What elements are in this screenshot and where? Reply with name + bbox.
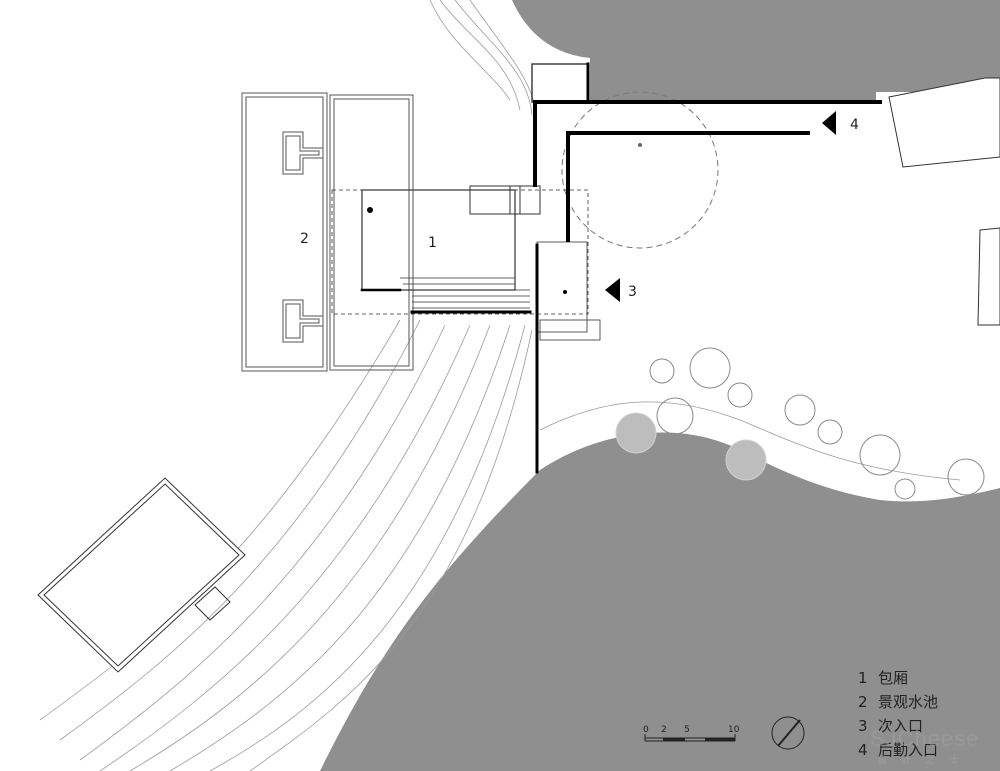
legend-num: 4 xyxy=(858,741,868,759)
legend-num: 1 xyxy=(858,669,868,687)
entry-4-arrow xyxy=(822,111,836,135)
legend: 1 包厢 2 景观水池 3 次入口 4 后勤入口 xyxy=(858,666,988,762)
legend-item: 2 景观水池 xyxy=(858,690,988,714)
legend-text: 包厢 xyxy=(878,669,909,687)
column-dot-2 xyxy=(563,290,567,294)
legend-text: 景观水池 xyxy=(878,693,939,711)
watermark-sub: 设 计 之 士 xyxy=(878,756,965,766)
legend-text: 次入口 xyxy=(878,717,924,735)
scale-bar: 0 2 5 10 xyxy=(643,725,740,742)
scale-tick-0: 0 xyxy=(643,725,649,735)
north-arrow-icon xyxy=(771,716,805,750)
neighbor-buildings xyxy=(37,77,1000,673)
scale-tick-10: 10 xyxy=(728,725,740,735)
lake-bottom xyxy=(320,432,1000,771)
landscape-pond xyxy=(241,92,414,372)
column-dot-1 xyxy=(367,207,373,213)
building xyxy=(331,63,601,341)
contour-lines xyxy=(39,0,961,771)
legend-item: 4 后勤入口 xyxy=(858,738,988,762)
legend-item: 1 包厢 xyxy=(858,666,988,690)
scale-tick-5: 5 xyxy=(684,725,690,735)
legend-item: 3 次入口 xyxy=(858,714,988,738)
label-pond-2: 2 xyxy=(300,231,309,247)
walls xyxy=(360,62,882,474)
label-entry-4: 4 xyxy=(850,117,859,133)
watermark: SJCheese xyxy=(870,726,980,751)
column-dot-3 xyxy=(638,143,642,147)
label-box-1: 1 xyxy=(428,235,437,251)
scale-tick-2: 2 xyxy=(661,725,667,735)
lake-top xyxy=(512,0,1000,102)
trees xyxy=(561,91,985,500)
legend-text: 后勤入口 xyxy=(878,741,939,759)
legend-num: 3 xyxy=(858,717,868,735)
entry-3-arrow xyxy=(605,278,620,302)
legend-num: 2 xyxy=(858,693,868,711)
label-entry-3: 3 xyxy=(628,284,637,300)
